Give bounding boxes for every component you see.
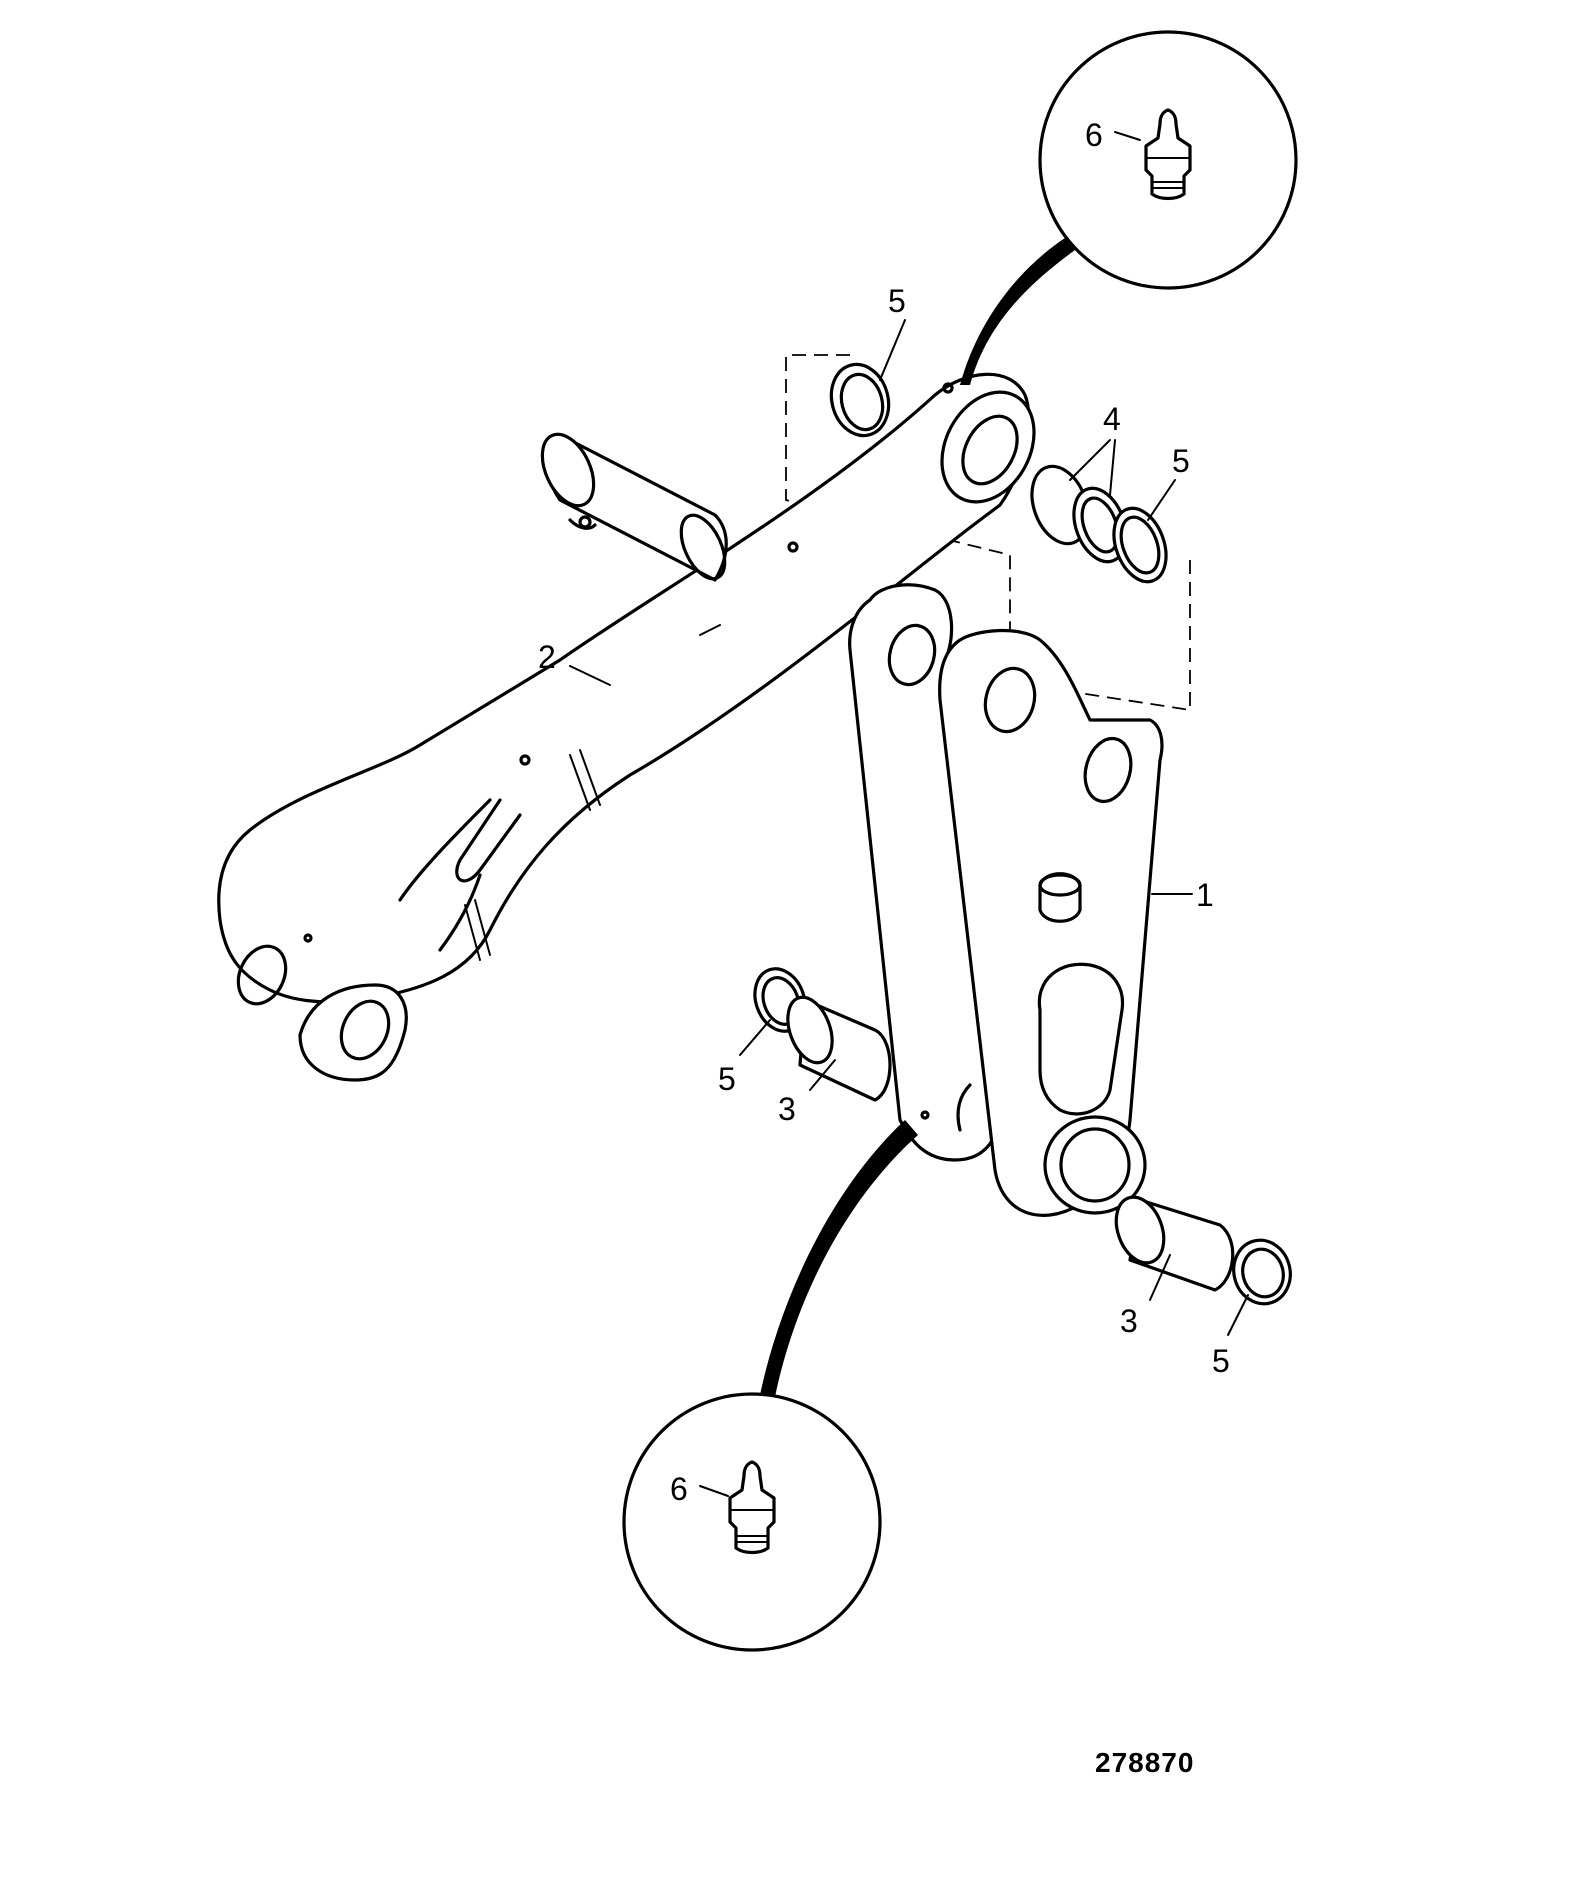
bushes-and-rings (753, 362, 1292, 1306)
leader-lines (569, 131, 1249, 1497)
callout-labels: 1 2 3 3 4 5 5 5 5 6 6 (538, 117, 1230, 1507)
diagram-reference-number: 278870 (1095, 1747, 1194, 1778)
callout-2: 2 (538, 639, 556, 675)
pivot-pin (540, 432, 728, 582)
callout-5-mid-left: 5 (718, 1061, 736, 1097)
detail-view-bottom (622, 1120, 918, 1652)
callout-5-bottom-right: 5 (1212, 1343, 1230, 1379)
callout-6-bottom: 6 (670, 1471, 688, 1507)
callout-6-top: 6 (1085, 117, 1103, 153)
link-arm-part-2 (217, 372, 1036, 1082)
detail-view-top (960, 30, 1298, 385)
callout-5-top-left: 5 (888, 283, 906, 319)
callout-4: 4 (1103, 401, 1121, 437)
callout-3-right: 3 (1120, 1303, 1138, 1339)
callout-1: 1 (1196, 877, 1214, 913)
callout-3-left: 3 (778, 1091, 796, 1127)
lever-part-1 (848, 583, 1164, 1217)
callout-5-top-right: 5 (1172, 443, 1190, 479)
